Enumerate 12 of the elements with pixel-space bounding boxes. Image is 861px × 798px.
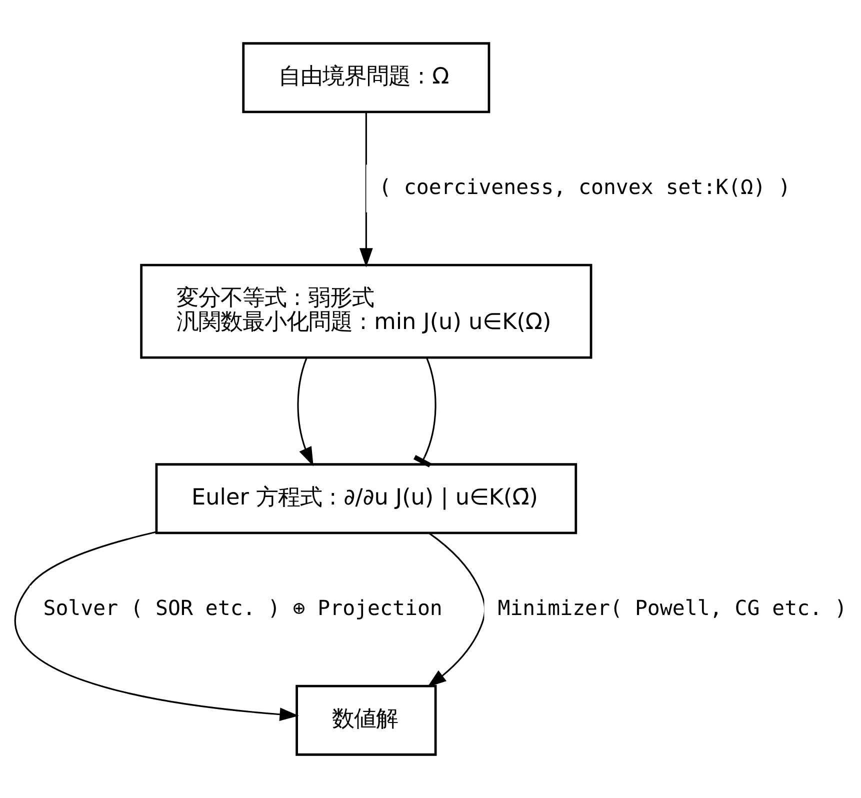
- arrow: [427, 532, 486, 688]
- edge-label: Solver ( SOR etc. ) ⊕ Projection: [43, 596, 442, 620]
- node-box: 自由境界問題 : Ω: [242, 42, 490, 114]
- connector: [413, 358, 436, 468]
- arrow: [15, 531, 299, 722]
- arrow: [297, 358, 314, 466]
- edge-label: Minimizer( Powell, CG etc. ): [498, 596, 848, 620]
- node-box: 変分不等式 : 弱形式 汎関数最小化問題 : min J(u) u∈K(Ω): [140, 264, 592, 359]
- node-box: 数値解: [296, 684, 437, 756]
- edge-label: ( coerciveness, convex set:K(Ω) ): [378, 174, 791, 199]
- arrow: [359, 112, 373, 268]
- node-box: Euler 方程式 : ∂/∂u J(u) | u∈K(Ω̄): [155, 463, 578, 534]
